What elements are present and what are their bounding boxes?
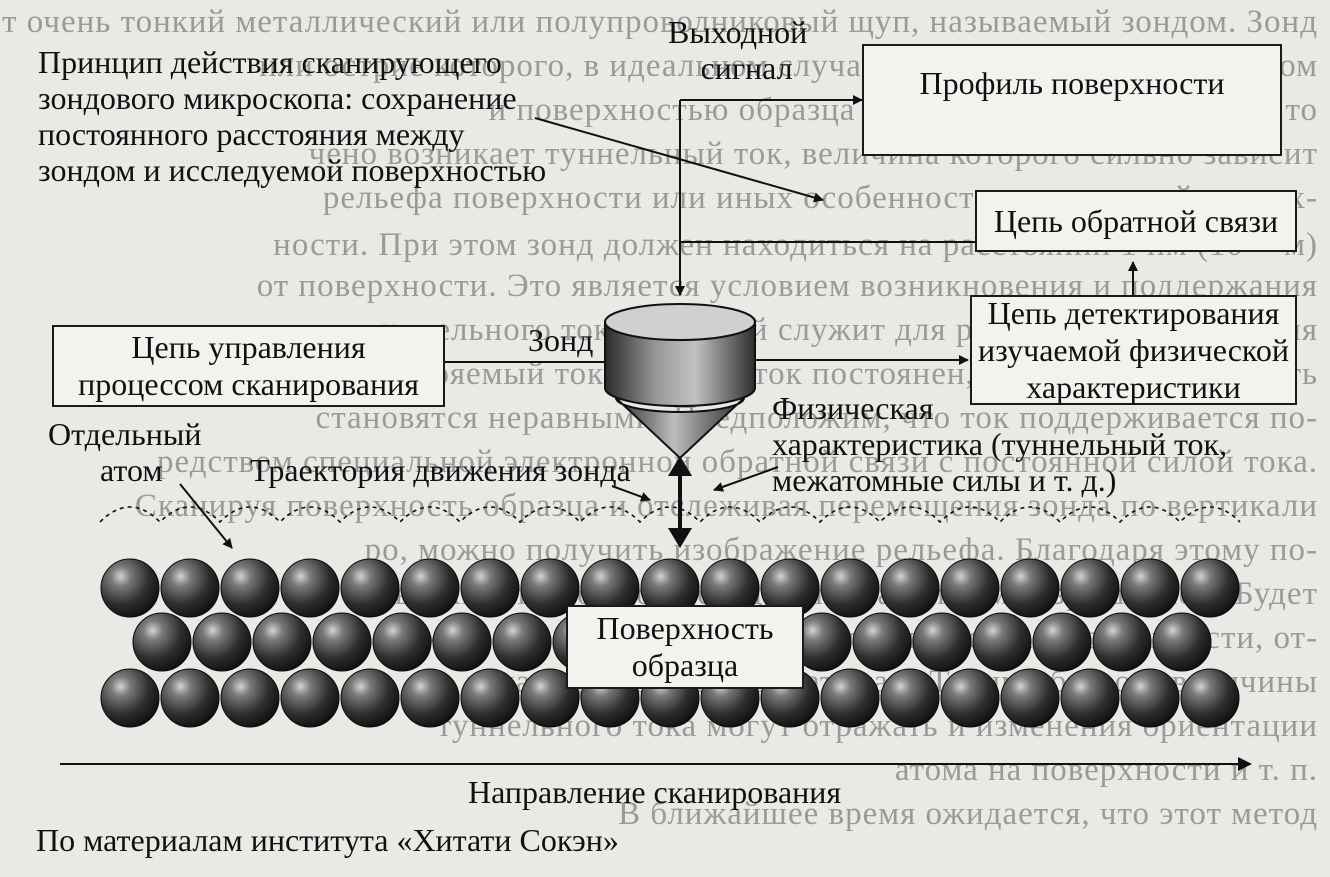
- atom: [1152, 612, 1212, 672]
- physical-characteristic-pointer-arrow: [713, 466, 779, 492]
- single-atom-line: Отдельный: [48, 416, 202, 452]
- atom: [972, 612, 1032, 672]
- atom: [312, 612, 372, 672]
- single-atom-line: атом: [100, 452, 163, 488]
- title-line: зондового микроскопа: сохранение: [38, 80, 517, 116]
- surface-profile-box: Профиль поверхности: [862, 44, 1282, 156]
- atom: [160, 668, 220, 728]
- physical-characteristic-line: межатомные силы и т. д.): [772, 462, 1117, 498]
- sample-surface-line: Поверхность: [596, 610, 774, 646]
- atom: [492, 612, 552, 672]
- atom: [820, 668, 880, 728]
- atom: [460, 558, 520, 618]
- atom: [432, 612, 492, 672]
- atom: [1060, 558, 1120, 618]
- detection-circuit-box: Цепь детектирования изучаемой физической…: [970, 295, 1297, 405]
- atom: [520, 558, 580, 618]
- feedback-circuit-label: Цепь обратной связи: [993, 202, 1279, 239]
- scan-control-line: процессом сканирования: [78, 366, 419, 402]
- probe-label: Зонд: [528, 322, 594, 358]
- scan-control-line: Цепь управления: [131, 329, 366, 365]
- atom: [220, 558, 280, 618]
- atom: [1180, 668, 1240, 728]
- atom: [460, 668, 520, 728]
- sample-surface-box: Поверхность образца: [566, 605, 804, 689]
- atom: [520, 668, 580, 728]
- probe-trajectory-curve: [99, 506, 1241, 524]
- surface-profile-label: Профиль поверхности: [919, 64, 1225, 101]
- principle-title: Принцип действия сканирующего зондового …: [38, 44, 546, 188]
- trajectory-pointer-arrow: [611, 485, 651, 502]
- connector-lines: [60, 95, 1252, 771]
- atom: [1000, 668, 1060, 728]
- title-line: постоянного расстояния между: [38, 116, 465, 152]
- atom: [1180, 558, 1240, 618]
- scan-control-box: Цепь управления процессом сканирования: [52, 325, 445, 407]
- atom: [340, 668, 400, 728]
- atom: [100, 668, 160, 728]
- output-signal-line: Выходной: [668, 14, 808, 50]
- atom: [940, 558, 1000, 618]
- probe-tip: [604, 303, 756, 460]
- background-text-line: В ближайшее время ожидается, что этот ме…: [618, 796, 1318, 832]
- atom: [192, 612, 252, 672]
- atom: [340, 558, 400, 618]
- atom: [280, 558, 340, 618]
- physical-characteristic-label: Физическая характеристика (туннельный то…: [772, 390, 1227, 498]
- atom: [160, 558, 220, 618]
- atom: [100, 558, 160, 618]
- title-line: зондом и исследуемой поверхностью: [38, 152, 547, 188]
- probe-trajectory-label: Траектория движения зонда: [250, 452, 631, 488]
- atom: [400, 668, 460, 728]
- detection-circuit-line: Цепь детектирования: [987, 294, 1280, 331]
- physical-characteristic-line: Физическая: [772, 390, 934, 426]
- atom: [132, 612, 192, 672]
- scan-direction-label: Направление сканирования: [468, 774, 842, 810]
- output-signal-label: Выходной сигнал: [668, 14, 807, 86]
- source-credit: По материалам института «Хитати Сокэн»: [36, 822, 619, 858]
- atom: [252, 612, 312, 672]
- atom: [1060, 668, 1120, 728]
- background-text-line: Сканируя поверхность образца и отслежива…: [134, 488, 1318, 524]
- probe-surface-interaction-arrow: [668, 456, 692, 548]
- physical-characteristic-line: характеристика (туннельный ток,: [772, 426, 1228, 462]
- background-text-line: ляет очень тонкий металлический или полу…: [0, 4, 1318, 40]
- atom: [880, 668, 940, 728]
- feedback-circuit-box: Цепь обратной связи: [975, 190, 1297, 252]
- atom: [912, 612, 972, 672]
- atom: [280, 668, 340, 728]
- atom: [880, 558, 940, 618]
- sample-surface-line: образца: [631, 647, 739, 683]
- background-text-line: становятся неравными. Предположим, что т…: [315, 400, 1318, 436]
- title-pointer-arrow: [534, 117, 824, 203]
- atom: [1032, 612, 1092, 672]
- atom: [400, 558, 460, 618]
- atom: [940, 668, 1000, 728]
- atom: [1000, 558, 1060, 618]
- title-line: Принцип действия сканирующего: [38, 44, 502, 80]
- atom: [1092, 612, 1152, 672]
- atom-pointer-arrow: [179, 483, 233, 549]
- background-text-line: редством специальной электронной обратно…: [157, 444, 1318, 480]
- atom: [1120, 668, 1180, 728]
- single-atom-label: Отдельный атом: [48, 416, 201, 488]
- output-signal-line: сигнал: [700, 50, 793, 86]
- atom: [1120, 558, 1180, 618]
- atom: [820, 558, 880, 618]
- detection-circuit-line: характеристики: [1026, 368, 1241, 405]
- atom: [220, 668, 280, 728]
- atom: [852, 612, 912, 672]
- atom: [372, 612, 432, 672]
- detection-circuit-line: изучаемой физической: [978, 331, 1289, 368]
